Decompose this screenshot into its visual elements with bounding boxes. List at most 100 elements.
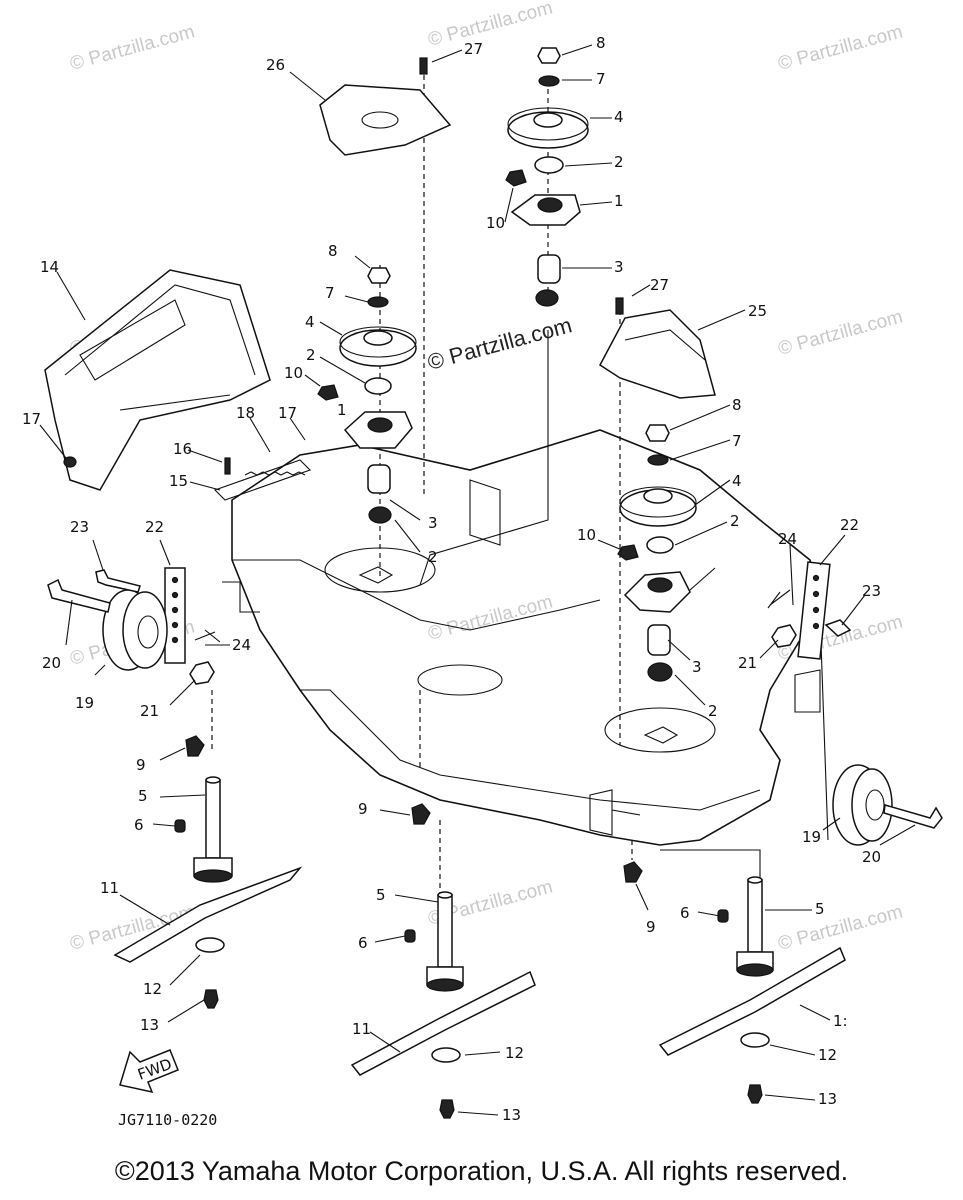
- pin-icon: [224, 457, 231, 475]
- callout-1: 1: [614, 192, 624, 210]
- callout-9: 9: [136, 756, 146, 774]
- bolt-icon: [747, 1084, 763, 1104]
- blade-icon: [658, 946, 846, 1056]
- spacer-icon: [647, 624, 671, 656]
- callout-3: 3: [692, 658, 702, 676]
- callout-26: 26: [266, 56, 285, 74]
- callout-22: 22: [145, 518, 164, 536]
- callout-9: 9: [646, 918, 656, 936]
- spring-icon: [244, 471, 306, 476]
- callout-19: 19: [75, 694, 94, 712]
- callouts: 27 8 7 4 2 1 10 3 26 8 7 4 2 10 1 14 17 …: [22, 34, 881, 1124]
- nut-icon: [645, 424, 670, 442]
- callout-4: 4: [305, 313, 315, 331]
- callout-8: 8: [328, 242, 338, 260]
- callout-23: 23: [70, 518, 89, 536]
- bolt-icon: [203, 989, 219, 1009]
- nut-icon: [505, 169, 527, 187]
- bolt-icon: [411, 803, 431, 825]
- watermark: © Partzilla.com: [426, 591, 555, 644]
- callout-8: 8: [596, 34, 606, 52]
- nut-icon: [317, 384, 339, 401]
- washer-icon: [538, 75, 560, 87]
- callout-27: 27: [464, 40, 483, 58]
- pulley-stack-center: [505, 47, 589, 307]
- washer-icon: [431, 1047, 461, 1063]
- key-icon: [174, 819, 186, 833]
- watermarks: © Partzilla.com © Partzilla.com © Partzi…: [68, 0, 905, 955]
- pulley-stack-left: [317, 267, 417, 524]
- watermark: © Partzilla.com: [68, 21, 197, 74]
- callout-11: 11: [352, 1020, 371, 1038]
- callout-3: 3: [428, 514, 438, 532]
- nut-icon: [189, 661, 215, 685]
- callout-22: 22: [840, 516, 859, 534]
- callout-20: 20: [42, 654, 61, 672]
- bolt-icon: [623, 861, 643, 883]
- callout-1: 1: [337, 401, 347, 419]
- callout-14: 14: [40, 258, 59, 276]
- callout-2: 2: [428, 548, 438, 566]
- spacer-icon: [367, 464, 391, 494]
- blade-icon: [113, 866, 303, 963]
- spindle-icon: [437, 894, 453, 968]
- callout-25: 25: [748, 302, 767, 320]
- callout-11: 1:: [833, 1012, 848, 1030]
- bolt-icon: [185, 735, 205, 757]
- callout-5: 5: [815, 900, 825, 918]
- key-icon: [404, 929, 416, 943]
- nut-icon: [367, 267, 391, 284]
- washer-icon: [647, 454, 669, 466]
- leader-lines: [39, 44, 916, 1116]
- spindle-blade-left: [113, 776, 303, 1009]
- callout-12: 12: [505, 1044, 524, 1062]
- watermark: © Partzilla.com: [776, 21, 905, 74]
- callout-23: 23: [862, 582, 881, 600]
- bearing-icon: [534, 156, 564, 174]
- belt-cover-26: [319, 57, 452, 156]
- callout-10: 10: [577, 526, 596, 544]
- washer-icon: [367, 296, 389, 308]
- diagram-code: JG7110-0220: [118, 1111, 217, 1129]
- watermark-center: © Partzilla.com: [425, 312, 575, 375]
- bolt-icon: [824, 619, 852, 637]
- bolt-icon: [439, 1099, 455, 1119]
- callout-12: 12: [143, 980, 162, 998]
- nut-icon: [537, 47, 561, 64]
- wheel-group-right: [767, 561, 943, 846]
- callout-15: 15: [169, 472, 188, 490]
- callout-24: 24: [232, 636, 251, 654]
- tension-spring-assembly: [213, 457, 312, 501]
- callout-2: 2: [306, 346, 316, 364]
- callout-10: 10: [486, 214, 505, 232]
- washer-icon: [195, 937, 225, 953]
- plate-icon: [213, 459, 312, 501]
- callout-20: 20: [862, 848, 881, 866]
- pulley-stack-right: [617, 424, 697, 682]
- callout-4: 4: [614, 108, 624, 126]
- callout-3: 3: [614, 258, 624, 276]
- callout-17: 17: [22, 410, 41, 428]
- belt-cover-25: [599, 297, 716, 399]
- wheel-group-left: [47, 567, 221, 685]
- callout-16: 16: [173, 440, 192, 458]
- side-shield-14: [44, 269, 271, 491]
- callout-7: 7: [325, 284, 335, 302]
- callout-2: 2: [614, 153, 624, 171]
- callout-27: 27: [650, 276, 669, 294]
- callout-4: 4: [732, 472, 742, 490]
- bearing-icon: [646, 536, 674, 554]
- bearing-icon: [364, 377, 392, 395]
- nut-icon: [771, 624, 797, 648]
- callout-7: 7: [732, 432, 742, 450]
- spindle-icon: [747, 879, 763, 953]
- deck-bolts: [185, 735, 643, 883]
- blade-icon: [350, 970, 536, 1076]
- spindle-icon: [205, 779, 221, 859]
- callout-12: 12: [818, 1046, 837, 1064]
- forward-indicator: FWD: [119, 1049, 179, 1094]
- bolt-icon: [883, 804, 943, 829]
- callout-13: 13: [502, 1106, 521, 1124]
- callout-13: 13: [140, 1016, 159, 1034]
